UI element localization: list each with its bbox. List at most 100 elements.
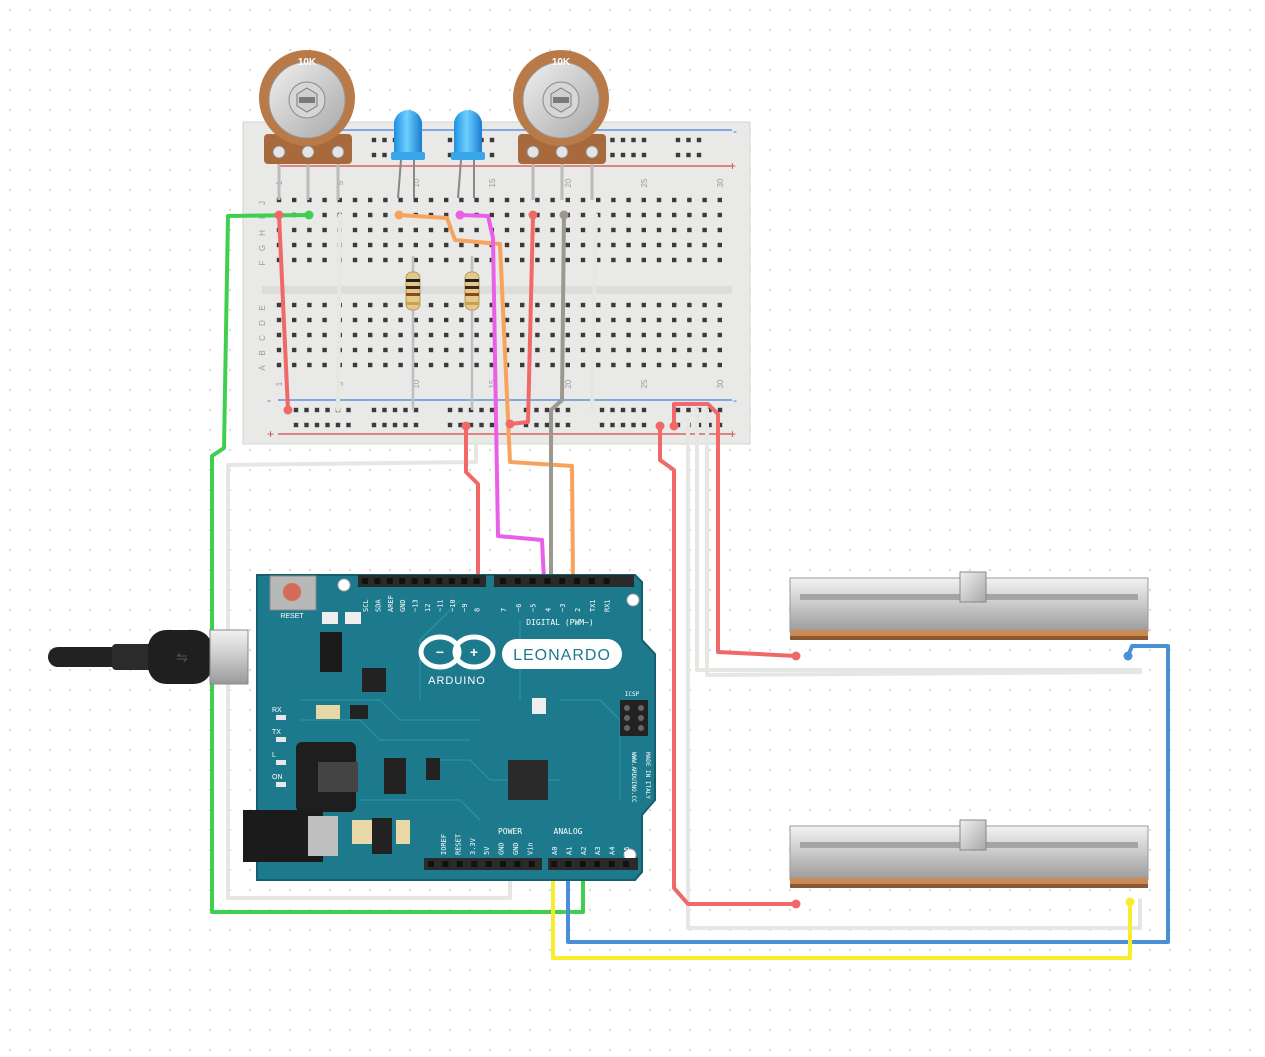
bb-hole[interactable]	[580, 362, 586, 368]
bb-hole[interactable]	[459, 197, 464, 203]
bb-hole[interactable]	[474, 332, 479, 338]
bb-hole[interactable]	[368, 257, 373, 263]
bb-hole[interactable]	[672, 317, 677, 323]
bb-hole[interactable]	[276, 347, 282, 353]
header-pin[interactable]	[374, 578, 381, 584]
bb-hole[interactable]	[413, 317, 418, 323]
bb-hole[interactable]	[672, 212, 677, 218]
bb-rail-hole[interactable]	[631, 137, 636, 143]
bb-hole[interactable]	[368, 242, 373, 248]
bb-rail-hole[interactable]	[325, 422, 330, 428]
bb-hole[interactable]	[292, 227, 297, 233]
header-pin[interactable]	[565, 861, 572, 867]
header-pin[interactable]	[588, 578, 595, 584]
bb-rail-hole[interactable]	[382, 407, 387, 413]
bb-hole[interactable]	[550, 347, 555, 353]
bb-rail-hole[interactable]	[675, 137, 681, 143]
bb-hole[interactable]	[444, 302, 449, 308]
bb-rail-hole[interactable]	[534, 422, 539, 428]
bb-hole[interactable]	[565, 302, 570, 308]
bb-hole[interactable]	[352, 332, 358, 338]
bb-hole[interactable]	[322, 362, 327, 368]
bb-hole[interactable]	[535, 332, 540, 338]
bb-hole[interactable]	[535, 257, 540, 263]
header-pin[interactable]	[399, 578, 406, 584]
bb-hole[interactable]	[717, 212, 722, 218]
bb-rail-hole[interactable]	[382, 422, 387, 428]
bb-rail-hole[interactable]	[717, 407, 723, 413]
bb-hole[interactable]	[428, 197, 434, 203]
bb-hole[interactable]	[611, 242, 616, 248]
bb-rail-hole[interactable]	[489, 137, 495, 143]
bb-rail-hole[interactable]	[392, 407, 398, 413]
bb-hole[interactable]	[292, 317, 297, 323]
bb-hole[interactable]	[352, 362, 358, 368]
bb-hole[interactable]	[368, 197, 373, 203]
bb-hole[interactable]	[596, 317, 601, 323]
bb-rail-hole[interactable]	[544, 422, 550, 428]
bb-rail-hole[interactable]	[610, 137, 615, 143]
bb-hole[interactable]	[550, 362, 555, 368]
bb-hole[interactable]	[520, 347, 525, 353]
header-pin[interactable]	[514, 578, 521, 584]
bb-hole[interactable]	[656, 212, 662, 218]
bb-hole[interactable]	[459, 257, 464, 263]
bb-rail-hole[interactable]	[293, 422, 299, 428]
bb-hole[interactable]	[307, 302, 312, 308]
bb-hole[interactable]	[352, 302, 358, 308]
bb-hole[interactable]	[444, 347, 449, 353]
bb-hole[interactable]	[641, 257, 646, 263]
bb-hole[interactable]	[626, 332, 631, 338]
bb-hole[interactable]	[641, 317, 646, 323]
bb-hole[interactable]	[398, 227, 403, 233]
bb-hole[interactable]	[489, 317, 494, 323]
bb-hole[interactable]	[504, 212, 510, 218]
bb-hole[interactable]	[276, 332, 282, 338]
bb-hole[interactable]	[535, 242, 540, 248]
header-pin[interactable]	[559, 578, 566, 584]
bb-hole[interactable]	[656, 317, 662, 323]
bb-hole[interactable]	[413, 197, 418, 203]
bb-hole[interactable]	[489, 212, 494, 218]
bb-hole[interactable]	[489, 302, 494, 308]
bb-hole[interactable]	[276, 257, 282, 263]
bb-hole[interactable]	[580, 317, 586, 323]
bb-rail-hole[interactable]	[631, 152, 636, 158]
header-pin[interactable]	[574, 578, 580, 584]
header-pin[interactable]	[623, 861, 629, 867]
bb-hole[interactable]	[580, 302, 586, 308]
header-pin[interactable]	[362, 578, 368, 584]
bb-hole[interactable]	[717, 257, 722, 263]
bb-rail-hole[interactable]	[325, 407, 330, 413]
bb-rail-hole[interactable]	[610, 407, 615, 413]
bb-rail-hole[interactable]	[686, 407, 691, 413]
bb-rail-hole[interactable]	[686, 152, 691, 158]
bb-hole[interactable]	[398, 317, 403, 323]
bb-hole[interactable]	[504, 332, 510, 338]
bb-hole[interactable]	[444, 227, 449, 233]
bb-hole[interactable]	[611, 197, 616, 203]
header-pin[interactable]	[461, 578, 468, 584]
bb-hole[interactable]	[550, 242, 555, 248]
bb-rail-hole[interactable]	[555, 422, 560, 428]
bb-rail-hole[interactable]	[413, 407, 419, 413]
bb-hole[interactable]	[444, 257, 449, 263]
bb-hole[interactable]	[413, 242, 418, 248]
bb-hole[interactable]	[565, 332, 570, 338]
bb-hole[interactable]	[565, 347, 570, 353]
bb-hole[interactable]	[489, 197, 494, 203]
bb-hole[interactable]	[352, 212, 358, 218]
bb-hole[interactable]	[641, 362, 646, 368]
bb-hole[interactable]	[504, 317, 510, 323]
bb-hole[interactable]	[368, 302, 373, 308]
bb-hole[interactable]	[368, 227, 373, 233]
bb-hole[interactable]	[292, 197, 297, 203]
bb-rail-hole[interactable]	[304, 422, 309, 428]
bb-rail-hole[interactable]	[707, 407, 712, 413]
bb-hole[interactable]	[520, 197, 525, 203]
bb-hole[interactable]	[550, 257, 555, 263]
bb-hole[interactable]	[611, 227, 616, 233]
bb-hole[interactable]	[672, 257, 677, 263]
bb-hole[interactable]	[550, 197, 555, 203]
bb-hole[interactable]	[687, 257, 692, 263]
